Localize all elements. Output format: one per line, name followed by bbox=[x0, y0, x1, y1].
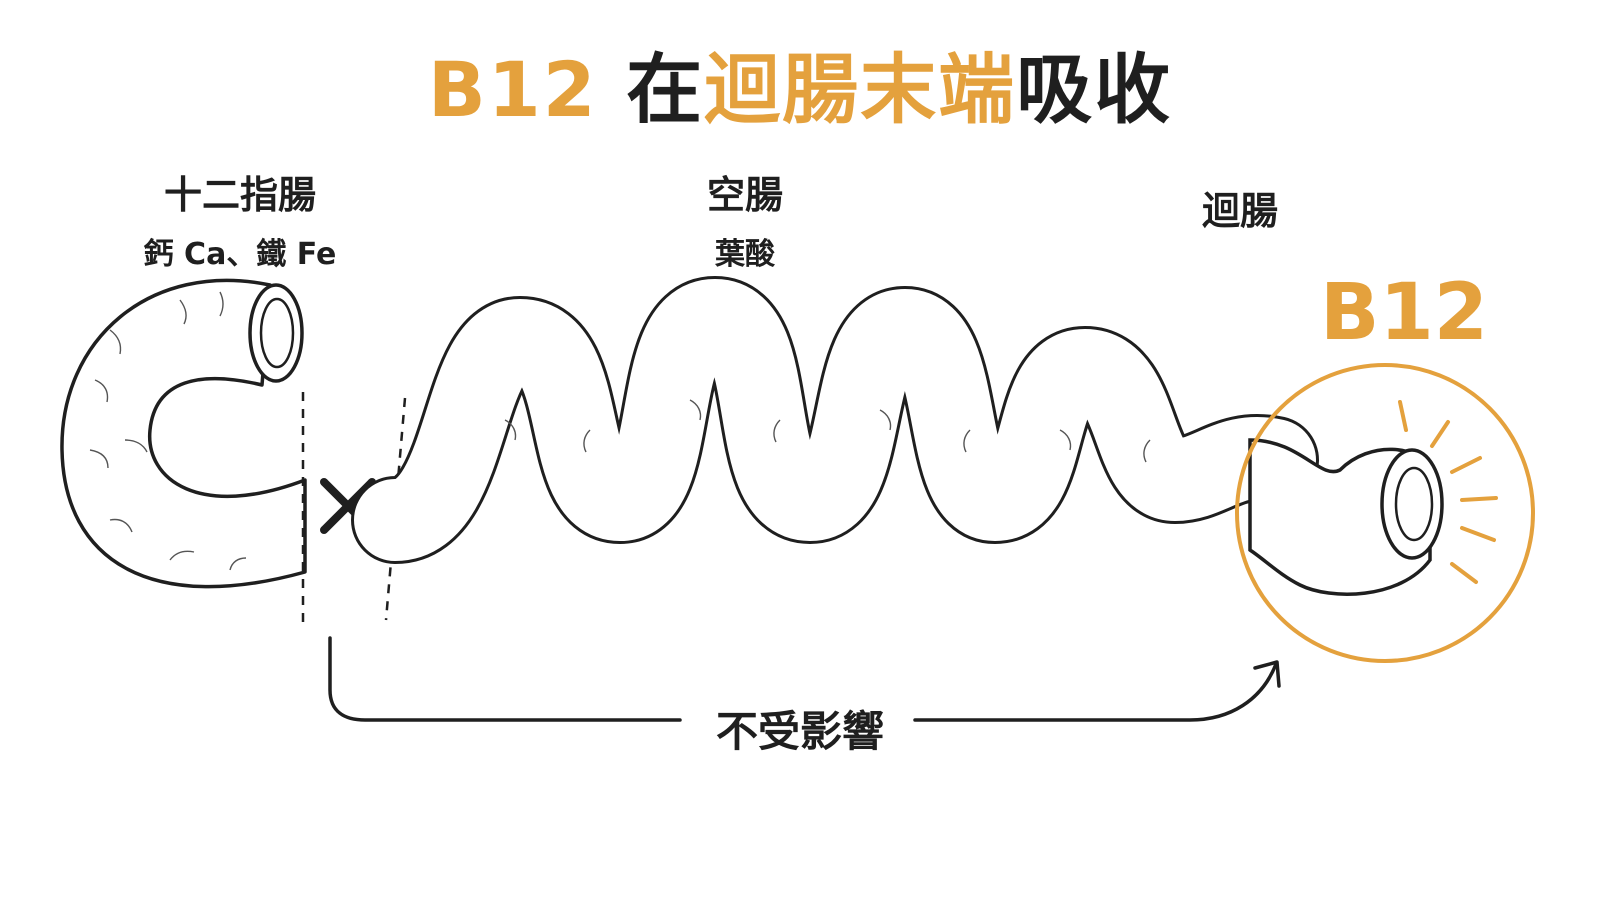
jejunum-wrinkles bbox=[504, 399, 1151, 463]
duodenum-drawing bbox=[60, 278, 307, 589]
b12-highlight bbox=[1235, 363, 1535, 663]
duodenum-name: 十二指腸 bbox=[163, 173, 316, 217]
label-ileum: 迴腸 bbox=[1145, 180, 1335, 235]
title-absorb: 吸收 bbox=[1016, 45, 1173, 134]
jejunum-drawing bbox=[351, 276, 1319, 564]
ileum-drawing bbox=[1248, 438, 1444, 596]
b12-label: B12 bbox=[1320, 268, 1488, 358]
jejunum-name: 空腸 bbox=[706, 173, 783, 217]
jejunum-nutrients: 葉酸 bbox=[715, 237, 775, 272]
label-jejunum: 空腸 葉酸 bbox=[620, 164, 870, 273]
duodenum-nutrients: 鈣 Ca、鐵 Fe bbox=[143, 237, 337, 272]
unaffected-label: 不受影響 bbox=[715, 707, 884, 756]
title-at: 在 bbox=[597, 45, 705, 134]
duodenum-wrinkles bbox=[89, 291, 247, 571]
label-duodenum: 十二指腸 鈣 Ca、鐵 Fe bbox=[100, 164, 380, 273]
unaffected-arrow bbox=[328, 636, 1281, 722]
title-terminal-ileum: 迴腸末端 bbox=[704, 45, 1017, 134]
page-title: B12 在迴腸末端吸收 bbox=[0, 28, 1600, 138]
ileum-name: 迴腸 bbox=[1201, 189, 1278, 233]
cut-lines bbox=[301, 392, 407, 625]
title-b12: B12 bbox=[427, 45, 598, 134]
